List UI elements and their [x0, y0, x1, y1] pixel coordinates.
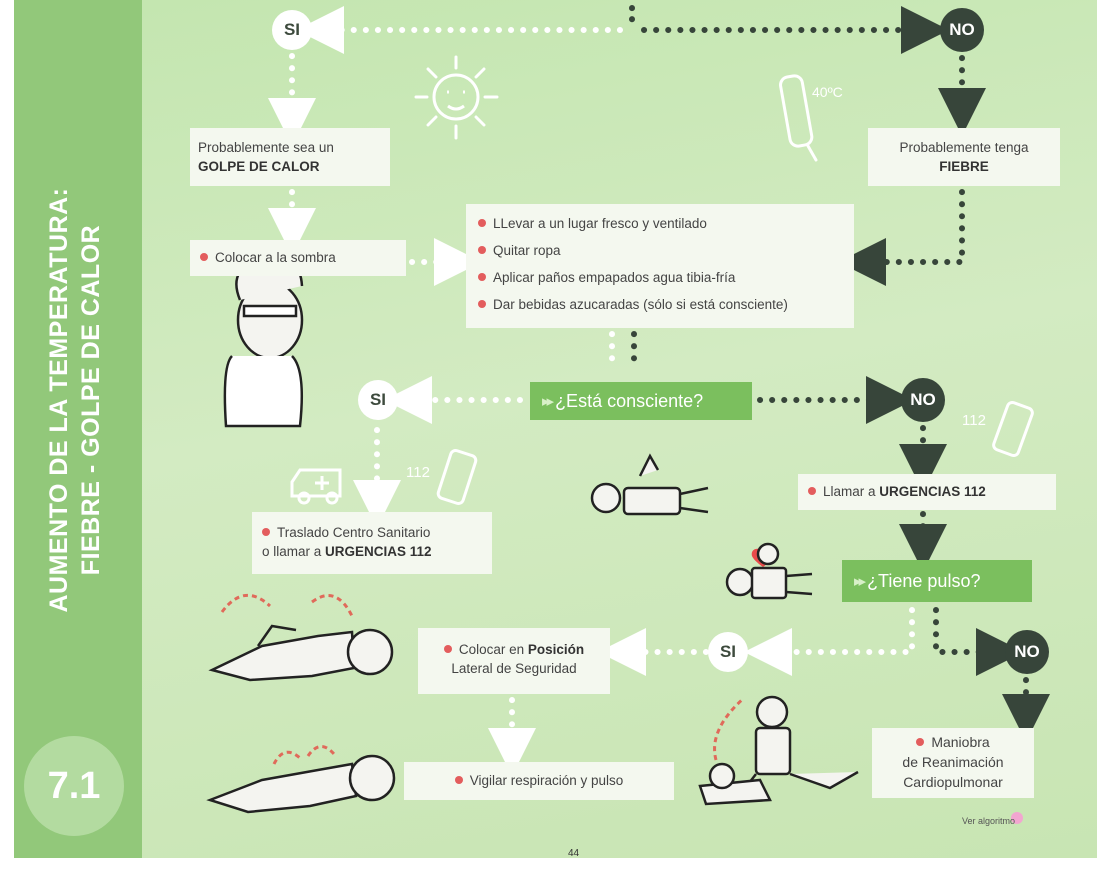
- sun-icon: [414, 55, 499, 140]
- phone-112-label-left: 112: [406, 464, 430, 481]
- box-sombra: Colocar a la sombra: [190, 240, 406, 276]
- question-pulso-text: ¿Tiene pulso?: [867, 570, 981, 591]
- double-arrow-icon: ▸▸: [542, 393, 554, 410]
- golpe-line2: GOLPE DE CALOR: [198, 159, 320, 174]
- box-vigilar: Vigilar respiración y pulso: [404, 762, 674, 800]
- action-item: Aplicar paños empapados agua tibia-fría: [478, 264, 842, 291]
- ambulance-icon: [290, 468, 342, 505]
- pls-bold: Posición: [527, 642, 585, 657]
- ver-algoritmo-link[interactable]: Ver algoritmo: [962, 816, 1016, 826]
- roll-arrow-1: [220, 593, 272, 613]
- box-actions: LLevar a un lugar fresco y ventilado Qui…: [466, 204, 854, 328]
- node-si-top: SI: [272, 10, 312, 50]
- traslado-bold: URGENCIAS 112: [325, 544, 432, 559]
- unconscious-person-illustration: [590, 453, 709, 516]
- pls-line2: Lateral de Seguridad: [451, 661, 577, 676]
- traslado-line1: Traslado Centro Sanitario: [262, 523, 482, 542]
- traslado-prefix: o llamar a: [262, 544, 326, 559]
- algorithm-link-icon: [1011, 812, 1023, 824]
- fiebre-line2: FIEBRE: [939, 159, 989, 174]
- sidebar: [14, 0, 142, 858]
- node-si-pulso: SI: [708, 632, 748, 672]
- patient-pulse-illustration: [725, 542, 813, 600]
- cpr-arrow: [713, 696, 745, 761]
- box-posicion-lateral: Colocar en Posición Lateral de Seguridad: [418, 628, 610, 694]
- phone-112-label-right: 112: [962, 412, 986, 429]
- box-traslado: Traslado Centro Sanitario o llamar a URG…: [252, 512, 492, 574]
- roll-arrow-3: [272, 745, 336, 765]
- sombra-text: Colocar a la sombra: [200, 250, 336, 265]
- vigilar-text: Vigilar respiración y pulso: [455, 773, 624, 788]
- cpr-illustration: [698, 695, 859, 806]
- section-number-badge: 7.1: [24, 736, 124, 836]
- golpe-line1: Probablemente sea un: [198, 140, 334, 155]
- rcp-line1: Maniobra: [876, 732, 1030, 752]
- box-rcp: Maniobra de Reanimación Cardiopulmonar: [872, 728, 1034, 798]
- action-item: Dar bebidas azucaradas (sólo si está con…: [478, 291, 842, 318]
- recovery-position-illustration-1: [208, 624, 394, 682]
- llamar-prefix: Llamar a: [808, 484, 879, 499]
- node-no-top: NO: [940, 8, 984, 52]
- rcp-line2: de Reanimación: [902, 754, 1004, 770]
- node-no-pulso: NO: [1005, 630, 1049, 674]
- pls-prefix: Colocar en: [458, 642, 528, 657]
- person-headache-illustration: [223, 255, 304, 428]
- question-consciente: ▸▸ ¿Está consciente?: [530, 382, 752, 420]
- thermometer-icon: [779, 74, 818, 162]
- double-arrow-icon: ▸▸: [854, 573, 866, 590]
- phone-icon: [436, 400, 1034, 505]
- pls-line1: Colocar en Posición: [444, 642, 584, 657]
- question-pulso: ▸▸ ¿Tiene pulso?: [842, 560, 1032, 602]
- rcp-line3: Cardiopulmonar: [903, 774, 1003, 790]
- action-item: LLevar a un lugar fresco y ventilado: [478, 210, 842, 237]
- box-golpe-de-calor: Probablemente sea un GOLPE DE CALOR: [190, 128, 390, 186]
- fiebre-line1: Probablemente tenga: [899, 140, 1029, 155]
- llamar-bold: URGENCIAS 112: [879, 484, 986, 499]
- traslado-line2: o llamar a URGENCIAS 112: [262, 542, 482, 561]
- node-si-consciente: SI: [358, 380, 398, 420]
- action-item: Quitar ropa: [478, 237, 842, 264]
- recovery-position-illustration-2: [206, 754, 396, 814]
- box-fiebre: Probablemente tenga FIEBRE: [868, 128, 1060, 186]
- roll-arrow-2: [311, 594, 354, 617]
- box-llamar-urgencias: Llamar a URGENCIAS 112: [798, 474, 1056, 510]
- question-consciente-text: ¿Está consciente?: [555, 390, 704, 411]
- thermometer-label: 40ºC: [812, 84, 843, 100]
- node-no-consciente: NO: [901, 378, 945, 422]
- page-number: 44: [568, 848, 580, 859]
